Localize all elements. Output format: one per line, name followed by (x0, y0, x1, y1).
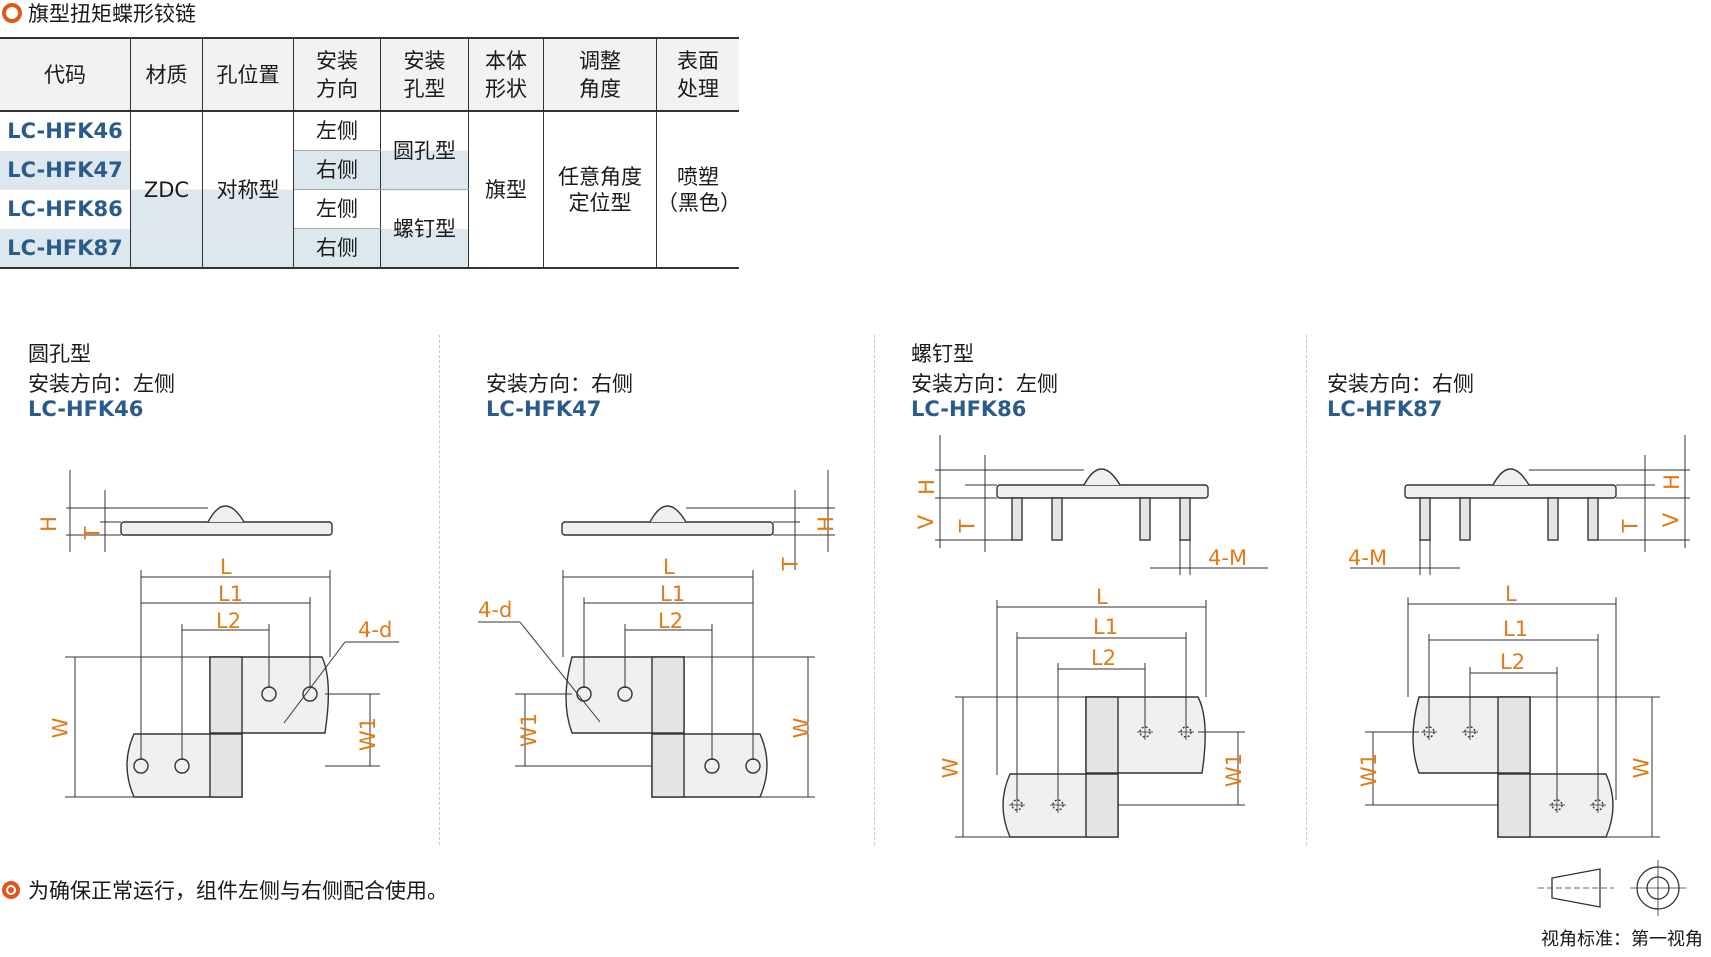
dim-L2-label: L2 (658, 609, 684, 633)
drawing-direction-label: 安装方向：右侧 (486, 372, 633, 396)
hole-type-cell: 螺钉型 (380, 189, 469, 269)
screw-stud (1587, 497, 1599, 541)
drawing-type-label: 螺钉型 (911, 342, 974, 366)
dim-V-label: V (1659, 512, 1684, 528)
dim-L-label: L (1505, 582, 1517, 606)
dot-bullet-icon (2, 881, 20, 899)
direction-cell: 右侧 (293, 228, 381, 269)
angle-cell: 任意角度定位型 (543, 111, 657, 269)
header-angle: 调整角度 (543, 37, 657, 112)
section-title-row: 旗型扭矩蝶形铰链 (0, 0, 196, 26)
header-direction: 安装方向 (293, 37, 381, 112)
dim-W1-label: W1 (1357, 752, 1382, 788)
table-row: LC-HFK86 左侧 螺钉型 (0, 189, 739, 269)
hole-position-cell: 对称型 (202, 111, 294, 269)
drawing-direction-label: 安装方向：右侧 (1327, 372, 1474, 396)
drawing-code-label: LC-HFK46 (28, 397, 144, 421)
screw-stud (1179, 497, 1191, 541)
header-material: 材质 (130, 37, 203, 112)
header-hole-position: 孔位置 (202, 37, 294, 112)
code-cell: LC-HFK86 (0, 189, 131, 229)
knuckle-side-view (1083, 468, 1121, 486)
direction-cell: 右侧 (293, 150, 381, 190)
drawing-direction-label: 安装方向：左侧 (911, 372, 1058, 396)
dim-L1-label: L1 (1093, 615, 1119, 639)
drawing-code-label: LC-HFK47 (486, 397, 602, 421)
dim-T-label: T (1618, 519, 1643, 533)
header-surface: 表面处理 (656, 37, 739, 112)
column-divider (439, 335, 440, 845)
dim-L2-label: L2 (1500, 650, 1526, 674)
screw-stud (1547, 497, 1559, 541)
dim-L2-label: L2 (1091, 646, 1117, 670)
upper-knuckle (209, 656, 243, 734)
material-cell: ZDC (130, 111, 203, 269)
footer-note: 为确保正常运行，组件左侧与右侧配合使用。 (28, 879, 448, 903)
column-divider (1306, 335, 1307, 845)
drawing-direction-label: 安装方向：左侧 (28, 372, 175, 396)
column-divider (874, 335, 875, 845)
hole-count-label: 4-M (1348, 546, 1388, 570)
first-angle-projection-icon (1538, 860, 1686, 916)
hole-count-label: 4-M (1208, 546, 1248, 570)
projection-standard-label: 视角标准：第一视角 (1541, 929, 1703, 950)
header-hole-type: 安装孔型 (380, 37, 469, 112)
drawing-code-label: LC-HFK87 (1327, 397, 1443, 421)
drawing-code-label: LC-HFK86 (911, 397, 1027, 421)
screw-stud (1459, 497, 1471, 541)
header-code: 代码 (0, 37, 131, 112)
code-cell: LC-HFK46 (0, 111, 131, 151)
direction-cell: 左侧 (293, 189, 381, 229)
header-body-shape: 本体形状 (468, 37, 544, 112)
ring-bullet-icon (2, 3, 22, 23)
screw-stud (1139, 497, 1151, 541)
dim-L1-label: L1 (1503, 617, 1529, 641)
hole-count-label: 4-d (478, 598, 513, 622)
dim-L1-label: L1 (660, 582, 686, 606)
hole-count-label: 4-d (358, 618, 393, 642)
upper-knuckle (1085, 696, 1119, 774)
code-cell: LC-HFK87 (0, 228, 131, 269)
table-row: LC-HFK47 右侧 (0, 150, 739, 190)
dim-L-label: L (663, 555, 675, 579)
lower-knuckle (1085, 773, 1119, 838)
dim-L-label: L (1096, 585, 1108, 609)
dim-L-label: L (220, 555, 232, 579)
spec-table: 代码 材质 孔位置 安装方向 安装孔型 本体形状 调整角度 表面处理 LC-HF… (0, 37, 741, 269)
table-row: LC-HFK87 右侧 (0, 228, 739, 269)
dim-L1-label: L1 (218, 582, 244, 606)
dim-H-label: H (1659, 474, 1684, 490)
dim-W-label: W (1629, 757, 1654, 779)
footer-note-row: 为确保正常运行，组件左侧与右侧配合使用。 (0, 875, 448, 905)
knuckle-side-view (1492, 468, 1530, 486)
screw-stud (1011, 497, 1023, 541)
table-header-row: 代码 材质 孔位置 安装方向 安装孔型 本体形状 调整角度 表面处理 (0, 37, 739, 112)
screw-stud (1419, 497, 1431, 541)
table-row: LC-HFK46 ZDC 对称型 左侧 圆孔型 旗型 任意角度定位型 喷塑（黑色… (0, 111, 741, 269)
drawing-type-label: 圆孔型 (28, 342, 91, 366)
knuckle-side-view (207, 505, 245, 523)
dim-L2-label: L2 (216, 609, 242, 633)
section-title: 旗型扭矩蝶形铰链 (28, 2, 196, 26)
lower-knuckle (1497, 773, 1531, 838)
code-cell: LC-HFK47 (0, 150, 131, 190)
lower-knuckle (209, 733, 243, 798)
body-shape-cell: 旗型 (468, 111, 544, 269)
upper-knuckle (1497, 696, 1531, 774)
surface-cell: 喷塑（黑色） (656, 111, 741, 269)
screw-stud (1051, 497, 1063, 541)
plate-side-view (1404, 484, 1617, 499)
direction-cell: 左侧 (293, 111, 381, 151)
upper-knuckle (651, 656, 685, 734)
knuckle-side-view (649, 505, 687, 523)
